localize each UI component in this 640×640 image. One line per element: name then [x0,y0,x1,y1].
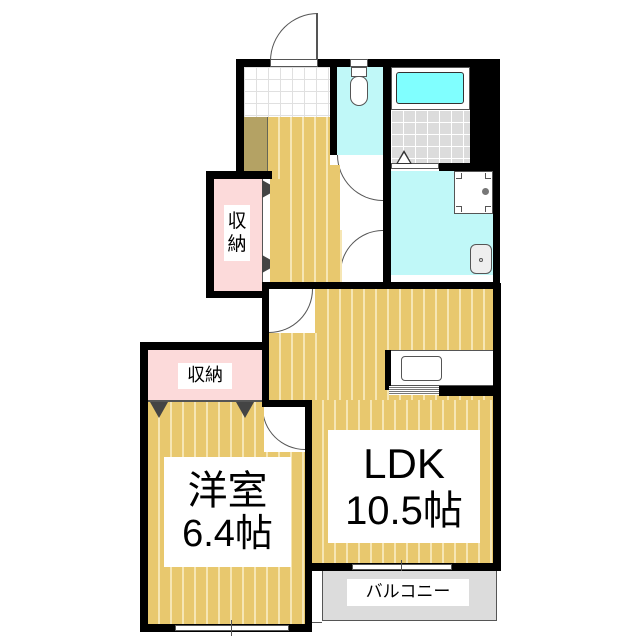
storage-hall-label-line2: 納 [227,233,247,255]
drain-icon [482,188,489,195]
wall-western-ldk [262,400,312,407]
stove-icon [389,386,439,395]
ldk-label: LDK 10.5帖 [328,430,480,543]
door-swing-arc-icon [269,289,313,333]
toilet-seat-icon [350,76,368,106]
ldk-room-name: LDK [363,439,445,487]
storage-western-label: 収納 [178,363,232,389]
ldk-window[interactable] [352,564,452,570]
wall-toilet-left [330,59,337,155]
door-swing-arc-icon [262,407,305,450]
western-room-name: 洋室 [187,468,268,514]
wall-hall-ldk [262,282,500,289]
storage-western-label-text: 収納 [187,365,223,386]
western-room-size: 6.4帖 [182,513,273,555]
balcony-label: バルコニー [347,579,469,606]
outer-wall-left-entrance [236,59,244,179]
western-room-label: 洋室 6.4帖 [164,457,291,567]
wall-bath-bottom [439,163,500,171]
hallway-floor-left [270,179,280,282]
storage-hall-label-line1: 収 [227,210,247,232]
washing-machine-pan [454,171,493,214]
storage-door-triangle-icon [150,402,168,418]
storage-hall-label: 収 納 [224,205,250,261]
toilet-tank-icon [350,59,368,67]
ldk-room-size: 10.5帖 [345,488,463,533]
balcony-rail [312,571,322,623]
wall-western-right [305,400,312,632]
western-room-window[interactable] [175,625,289,631]
storage-hall-doors[interactable] [262,179,270,291]
ldk-door[interactable] [269,289,315,333]
storage-western-wall [140,342,269,350]
kitchen-sink-icon [401,356,442,381]
storage-western-doors[interactable] [148,400,262,402]
outer-wall-right-wash [493,163,500,283]
western-room-door[interactable] [262,407,305,452]
hallway-arc-fill [330,165,340,220]
washroom-door[interactable] [340,230,383,282]
hallway-arc-fill-2 [330,230,342,282]
door-swing-arc-icon [337,155,383,201]
genkan-tile-floor [244,67,330,117]
storage-door-triangle-icon [236,402,254,418]
kitchen-counter-back [439,386,493,396]
outer-wall-right-upper [470,59,500,163]
door-swing-arc-icon [340,230,383,273]
entrance-door-frame [270,59,318,67]
outer-wall-right-ldk [493,283,501,570]
entrance-door[interactable] [270,13,318,61]
washbasin-icon [470,244,492,274]
balcony-label-text: バルコニー [365,582,451,602]
toilet-door[interactable] [337,155,383,220]
bathroom-folding-door[interactable] [391,163,439,169]
wall-toilet-right [383,59,391,282]
bathtub-icon [396,72,464,104]
shoe-cabinet [244,117,268,177]
outer-wall-top [236,59,500,67]
kitchen-counter-wall [385,350,391,390]
western-wall-left [140,342,148,632]
